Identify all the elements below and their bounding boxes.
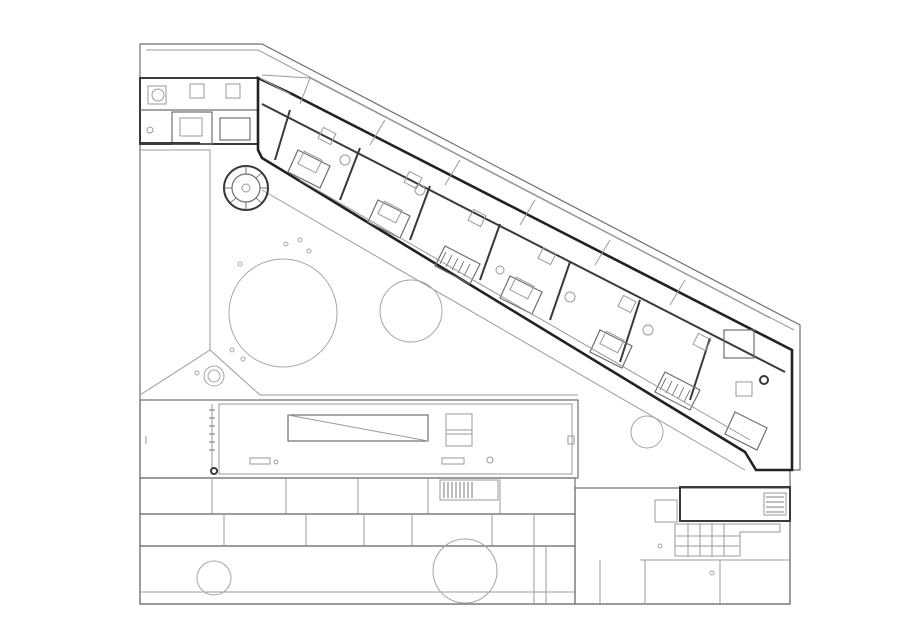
spiral-stair	[223, 165, 269, 211]
diagonal-residential-block	[256, 74, 794, 472]
stepped-seating	[654, 492, 787, 557]
north-west-wing	[139, 77, 259, 145]
central-hall	[209, 404, 499, 501]
bedroom-blocks	[287, 149, 768, 451]
furniture	[339, 154, 769, 385]
service-rooms	[317, 126, 755, 397]
courtyard	[139, 149, 746, 604]
lower-buildings	[139, 399, 791, 605]
